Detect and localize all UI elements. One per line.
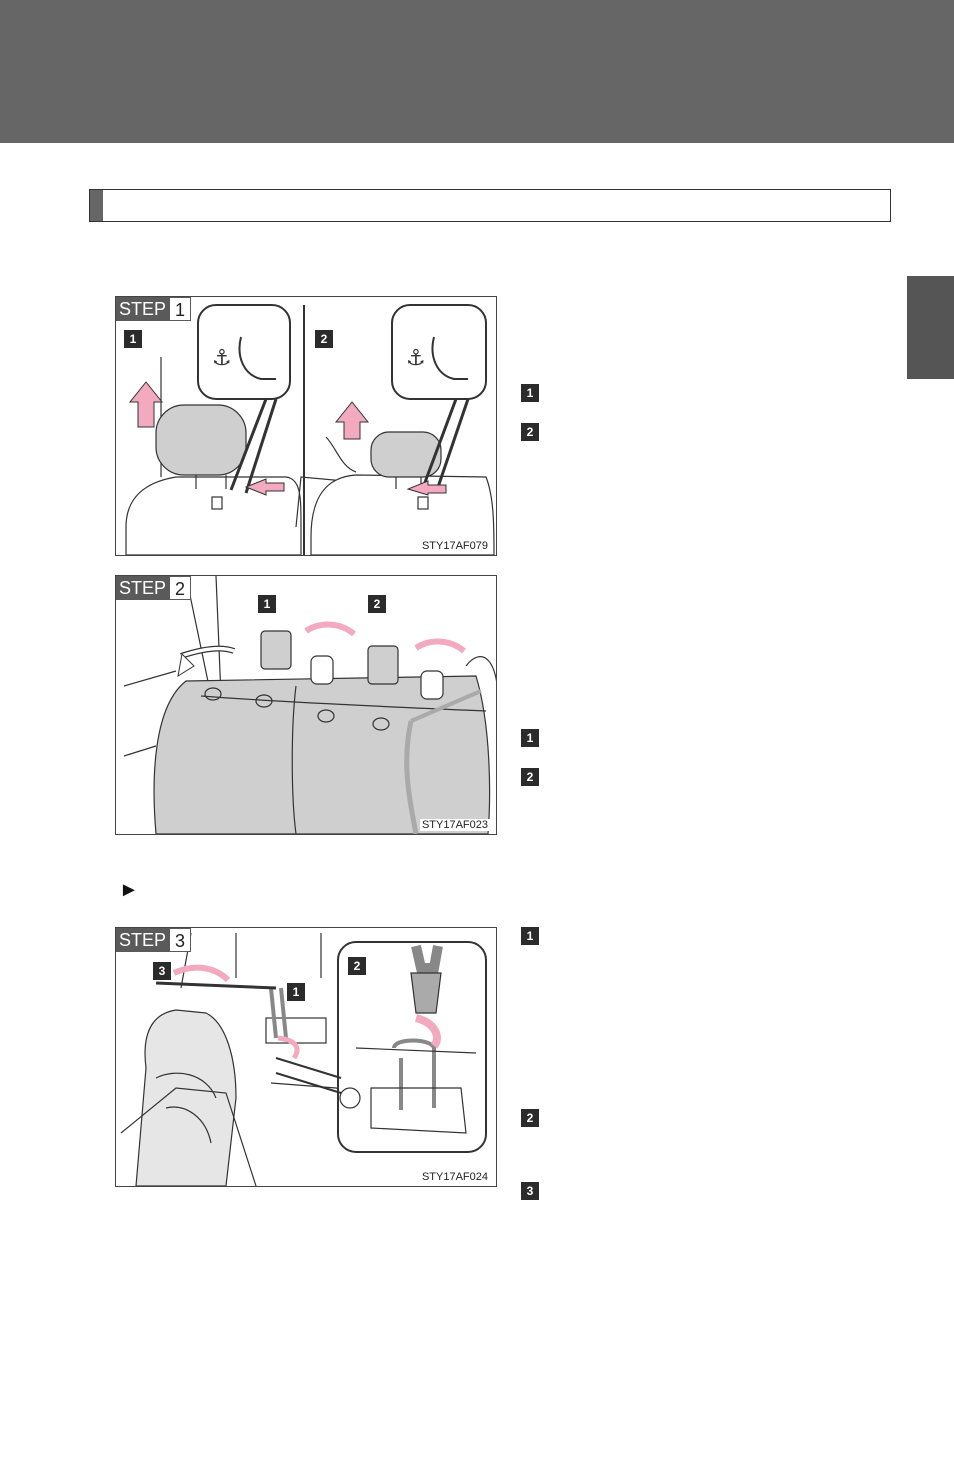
figure-code: STY17AF023 <box>419 819 490 831</box>
callout-number: 2 <box>521 768 539 786</box>
step-number: 2 <box>170 576 192 600</box>
step-word: STEP <box>116 928 171 952</box>
callout-number: 1 <box>521 927 539 945</box>
callout-number: 3 <box>521 1182 539 1200</box>
bullet-arrow-icon: ► <box>119 879 139 901</box>
callout-number: 2 <box>521 423 539 441</box>
callout-number: 2 <box>521 1109 539 1127</box>
step-3-illustration <box>120 932 487 1186</box>
step-1-illustration: ⚓ ⚓ <box>125 304 495 555</box>
step-1-label: STEP 1 <box>116 297 192 321</box>
svg-text:⚓: ⚓ <box>406 346 426 371</box>
step-word: STEP <box>116 576 171 600</box>
step-number: 3 <box>170 928 192 952</box>
figure-step-2: STEP 2 1 2 STY17AF023 <box>115 575 497 835</box>
section-title-marker <box>90 190 103 221</box>
figure-step-1: STEP 1 1 2 ⚓ ⚓ <box>115 296 497 556</box>
figure-badge: 3 <box>153 962 171 980</box>
section-title-bar <box>89 189 891 222</box>
figure-step-3: STEP 3 3 1 2 STY17AF0 <box>115 927 497 1187</box>
svg-text:⚓: ⚓ <box>212 346 232 371</box>
page-header-band <box>0 0 954 143</box>
callout-number: 1 <box>521 384 539 402</box>
step-2-illustration <box>123 576 496 834</box>
figure-badge: 1 <box>124 330 142 348</box>
figure-code: STY17AF024 <box>419 1171 490 1183</box>
figure-badge: 1 <box>287 983 305 1001</box>
figure-badge: 1 <box>258 595 276 613</box>
step-2-label: STEP 2 <box>116 576 192 600</box>
callout-number: 1 <box>521 729 539 747</box>
figure-code: STY17AF079 <box>419 540 490 552</box>
step-3-label: STEP 3 <box>116 928 192 952</box>
figure-badge: 2 <box>368 595 386 613</box>
figure-badge: 2 <box>348 957 366 975</box>
figure-badge: 2 <box>315 330 333 348</box>
step-number: 1 <box>170 297 192 321</box>
chapter-side-tab[interactable] <box>907 276 954 379</box>
step-word: STEP <box>116 297 171 321</box>
